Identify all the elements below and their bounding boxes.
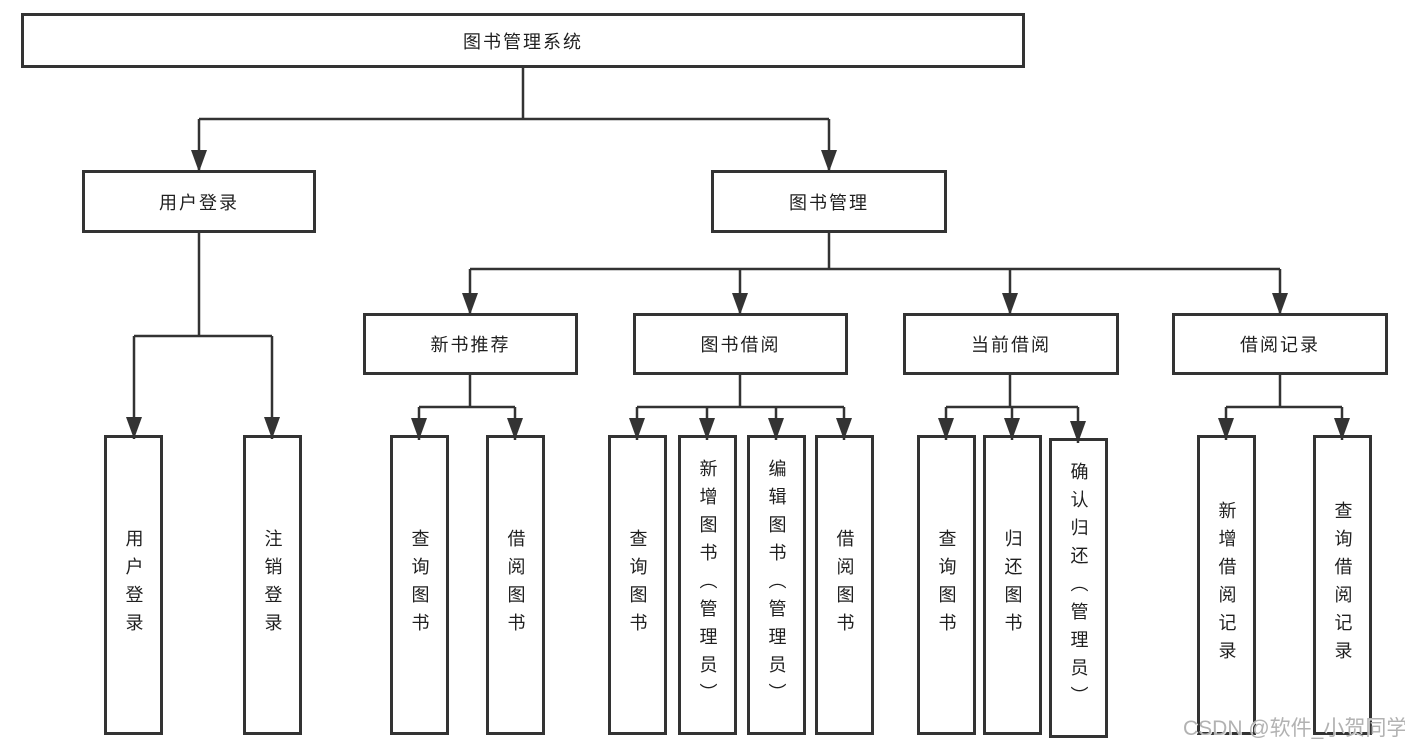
node-new-book-recommend-label: 新书推荐 <box>430 335 511 355</box>
leaf-query-borrow-record: 查询借阅记录 <box>1313 435 1372 735</box>
leaf-return-books-label: 归还图书 <box>1002 529 1023 641</box>
node-new-book-recommend: 新书推荐 <box>363 313 578 375</box>
leaf-add-book-admin: 新增图书（管理员） <box>678 435 737 735</box>
node-book-management: 图书管理 <box>711 170 947 233</box>
leaf-user-login-label: 用户登录 <box>123 529 144 641</box>
node-current-borrowing: 当前借阅 <box>903 313 1119 375</box>
node-borrowing-records: 借阅记录 <box>1172 313 1388 375</box>
node-book-borrowing-label: 图书借阅 <box>700 335 781 355</box>
node-user-login-branch: 用户登录 <box>82 170 316 233</box>
node-library-system: 图书管理系统 <box>21 13 1025 68</box>
leaf-add-borrow-record-label: 新增借阅记录 <box>1216 501 1237 669</box>
leaf-query-borrow-record-label: 查询借阅记录 <box>1332 501 1353 669</box>
leaf-query-books-recommend-label: 查询图书 <box>409 529 430 641</box>
node-borrowing-records-label: 借阅记录 <box>1240 335 1320 355</box>
node-user-login-branch-label: 用户登录 <box>159 192 239 213</box>
leaf-query-books-borrowing-label: 查询图书 <box>627 529 648 641</box>
leaf-query-books-borrowing: 查询图书 <box>608 435 667 735</box>
leaf-user-login: 用户登录 <box>104 435 163 735</box>
node-library-system-label: 图书管理系统 <box>463 31 583 52</box>
leaf-add-book-admin-label: 新增图书（管理员） <box>697 459 718 711</box>
leaf-query-books-current-label: 查询图书 <box>936 529 957 641</box>
leaf-return-books: 归还图书 <box>983 435 1042 735</box>
leaf-confirm-return-admin-label: 确认归还（管理员） <box>1068 462 1089 714</box>
node-book-borrowing: 图书借阅 <box>633 313 848 375</box>
node-current-borrowing-label: 当前借阅 <box>971 335 1051 355</box>
leaf-borrow-books-borrowing-label: 借阅图书 <box>834 529 855 641</box>
leaf-borrow-books-recommend-label: 借阅图书 <box>505 529 526 641</box>
leaf-edit-book-admin: 编辑图书（管理员） <box>747 435 806 735</box>
leaf-query-books-current: 查询图书 <box>917 435 976 735</box>
csdn-watermark: CSDN @软件_小贺同学 <box>1183 717 1405 740</box>
leaf-logout: 注销登录 <box>243 435 302 735</box>
leaf-logout-label: 注销登录 <box>262 529 283 641</box>
node-book-management-label: 图书管理 <box>789 192 869 213</box>
leaf-borrow-books-recommend: 借阅图书 <box>486 435 545 735</box>
leaf-edit-book-admin-label: 编辑图书（管理员） <box>766 459 787 711</box>
leaf-confirm-return-admin: 确认归还（管理员） <box>1049 438 1108 738</box>
leaf-borrow-books-borrowing: 借阅图书 <box>815 435 874 735</box>
leaf-query-books-recommend: 查询图书 <box>390 435 449 735</box>
leaf-add-borrow-record: 新增借阅记录 <box>1197 435 1256 735</box>
